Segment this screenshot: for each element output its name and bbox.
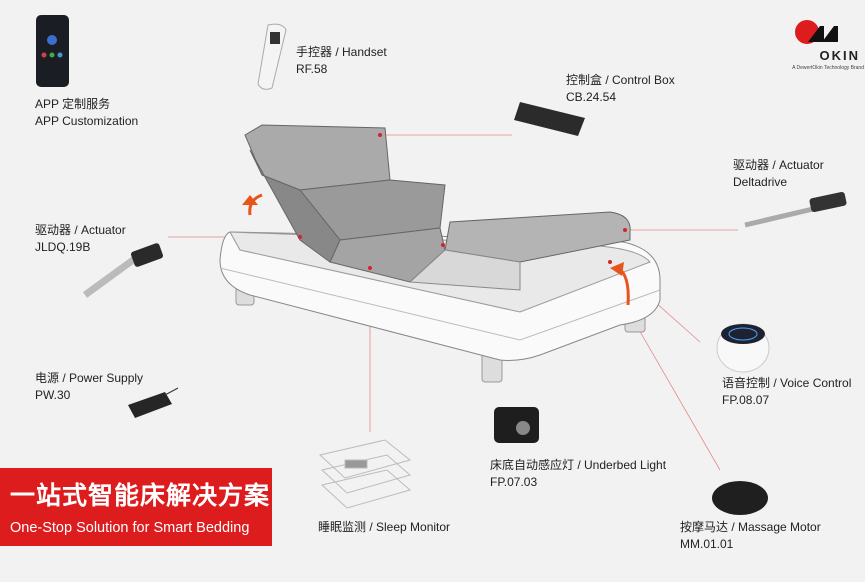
brand-tagline: A DewertOkin Technology Brand — [792, 65, 864, 71]
handset-image — [257, 23, 287, 90]
power-supply-image — [128, 387, 179, 418]
massage-motor-image — [712, 481, 768, 515]
solution-banner: 一站式智能床解决方案 One-Stop Solution for Smart B… — [0, 468, 272, 546]
smart-bed — [219, 124, 661, 383]
sleep-monitor-image — [318, 439, 412, 509]
control-box-image — [514, 102, 585, 136]
app-phone-image — [36, 15, 69, 87]
voice-control-image — [716, 323, 770, 373]
brand-logo: OKIN A DewertOkin Technology Brand — [772, 16, 864, 71]
okin-logo-icon — [795, 20, 838, 44]
actuator-deltadrive-image — [744, 191, 847, 228]
brand-name: OKIN — [819, 48, 860, 63]
actuator-jldq-image — [82, 243, 163, 298]
label-sleep-monitor: 睡眠监测 / Sleep Monitor — [318, 520, 451, 534]
banner-title-cn: 一站式智能床解决方案 — [10, 482, 271, 510]
underbed-light-image — [494, 407, 539, 443]
banner-title-en: One-Stop Solution for Smart Bedding — [10, 520, 250, 536]
